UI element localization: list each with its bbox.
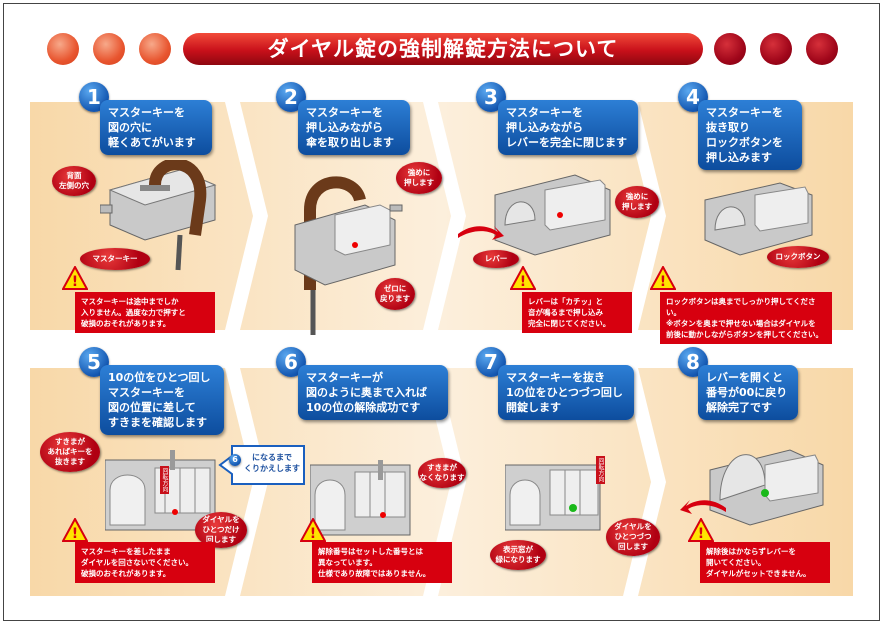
step-instruction-6: マスターキーが 図のように奥まで入れば 10の位の解除成功です — [298, 365, 448, 420]
svg-text:!: ! — [72, 274, 78, 290]
step-instruction-2: マスターキーを 押し込みながら 傘を取り出します — [298, 100, 410, 155]
step-instruction-4: マスターキーを 抜き取り ロックボタンを 押し込みます — [698, 100, 802, 170]
decor-dot — [760, 33, 792, 65]
rotation-direction-label: 回転方向 — [596, 456, 605, 484]
lock-illustration-2 — [294, 176, 403, 335]
warning-text-8: 解除後はかならずレバーを 開いてください。 ダイヤルがセットできません。 — [700, 542, 830, 583]
callout-turn-dial: ダイヤルを ひとつだけ 回します — [195, 512, 247, 548]
warning-icon: ! — [62, 518, 88, 542]
decor-dot — [714, 33, 746, 65]
decor-dot — [139, 33, 171, 65]
step-instruction-1: マスターキーを 図の穴に 軽くあてがいます — [100, 100, 212, 155]
step-instruction-3: マスターキーを 押し込みながら レバーを完全に閉じます — [498, 100, 638, 155]
lock-illustration-7 — [505, 464, 601, 531]
lock-illustration-8 — [709, 449, 824, 526]
callout-press-hard: 強めに 押します — [396, 162, 442, 194]
warning-text-6: 解除番号はセットした番号とは 異なっています。 仕様であり故障ではありません。 — [312, 542, 452, 583]
svg-text:!: ! — [520, 274, 526, 290]
step-number-8: 8 — [678, 347, 708, 377]
callout-lever: レバー — [473, 250, 519, 268]
callout-master-key: マスターキー — [80, 248, 150, 270]
callout-no-gap: すきまが なくなります — [418, 458, 466, 488]
callout-lock-button: ロックボタン — [767, 246, 829, 268]
lock-illustration-3 — [494, 174, 611, 256]
lock-illustration-4 — [704, 182, 813, 256]
warning-icon: ! — [62, 266, 88, 290]
callout-remove-key: すきまが あればキーを 抜きます — [40, 432, 100, 472]
step-number-5: 5 — [79, 347, 109, 377]
svg-text:!: ! — [660, 274, 666, 290]
lever-arrow-icon — [458, 226, 504, 240]
warning-text-5: マスターキーを差したまま ダイヤルを回さないでください。 破損のおそれがあります… — [75, 542, 215, 583]
svg-text:!: ! — [310, 526, 316, 542]
page-title: ダイヤル錠の強制解錠方法について — [183, 33, 703, 65]
warning-icon: ! — [300, 518, 326, 542]
callout-return-zero: ゼロに 戻ります — [375, 278, 415, 310]
svg-text:!: ! — [698, 526, 704, 542]
rotation-direction-label: 回転方向 — [160, 466, 169, 494]
warning-icon: ! — [510, 266, 536, 290]
decor-dot — [47, 33, 79, 65]
warning-icon: ! — [688, 518, 714, 542]
warning-text-1: マスターキーは途中までしか 入りません。過度な力で押すと 破損のおそれがあります… — [75, 292, 215, 333]
step-number-7: 7 — [476, 347, 506, 377]
lever-open-arrow-icon — [680, 500, 726, 514]
lock-illustration-1 — [100, 160, 217, 271]
warning-text-3: レバーは「カチッ」と 音が鳴るまで押し込み 完全に閉じてください。 — [522, 292, 632, 333]
callout-rear-hole: 背面 左側の穴 — [52, 166, 96, 196]
callout-press-hard: 強めに 押します — [615, 186, 659, 218]
callout-turn-dial-each: ダイヤルを ひとつづつ 回します — [606, 518, 660, 556]
callout-green-window: 表示窓が 緑になります — [490, 540, 546, 570]
svg-text:!: ! — [72, 526, 78, 542]
step-instruction-5: 10の位をひとつ回し マスターキーを 図の位置に差して すきまを確認します — [100, 365, 224, 435]
repeat-note: になるまで くりかえします — [244, 453, 300, 473]
step-instruction-7: マスターキーを抜き 1の位をひとつづつ回し 開錠します — [498, 365, 634, 420]
warning-icon: ! — [650, 266, 676, 290]
page-frame — [3, 3, 880, 621]
step-instruction-8: レバーを開くと 番号が00に戻り 解除完了です — [698, 365, 798, 420]
repeat-step-number: 6 — [229, 454, 241, 466]
decor-dot — [93, 33, 125, 65]
step-number-4: 4 — [678, 82, 708, 112]
lock-illustration-6 — [310, 460, 411, 536]
decor-dot — [806, 33, 838, 65]
warning-text-4: ロックボタンは奥までしっかり押してください。 ※ボタンを奥まで押せない場合はダイ… — [660, 292, 832, 344]
